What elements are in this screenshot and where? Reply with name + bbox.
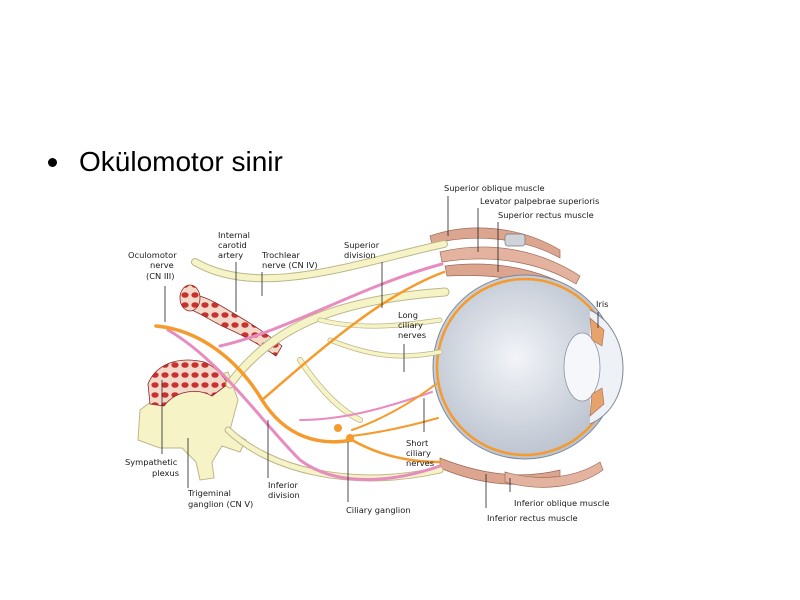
label-short-ciliary-3: nerves — [406, 458, 434, 468]
label-trigeminal-2: ganglion (CN V) — [188, 499, 253, 509]
iris-top — [589, 317, 605, 347]
label-sympathetic-2: plexus — [152, 468, 179, 478]
sympathetic-fiber-ciliary — [299, 391, 433, 421]
label-inferior-rectus: Inferior rectus muscle — [487, 513, 578, 523]
label-internal-carotid-3: artery — [218, 250, 243, 260]
eyeball — [432, 274, 624, 460]
bullet-dot — [48, 157, 57, 167]
label-oculomotor-3: (CN III) — [146, 271, 174, 281]
muscles — [429, 227, 604, 488]
label-trochlear-1: Trochlear — [261, 250, 300, 260]
label-long-ciliary-2: ciliary — [398, 320, 423, 330]
carotid-artery-upper — [179, 294, 283, 357]
label-inferior-oblique: Inferior oblique muscle — [514, 498, 609, 508]
oculomotor-nerve-diagram: Superior oblique muscle Levator palpebra… — [125, 183, 624, 523]
label-short-ciliary-1: Short — [406, 438, 429, 448]
inferior-division-fiber — [350, 438, 442, 464]
label-oculomotor-1: Oculomotor — [128, 250, 177, 260]
label-ciliary-ganglion: Ciliary ganglion — [346, 505, 411, 515]
label-long-ciliary-3: nerves — [398, 330, 426, 340]
short-ciliary-fiber-1 — [351, 383, 437, 431]
carotid-artery-cut-end — [179, 284, 201, 312]
label-inferior-division-2: division — [268, 490, 300, 500]
ciliary-ganglion-node-1 — [334, 424, 342, 432]
short-ciliary-fiber-2 — [351, 417, 439, 437]
label-superior-rectus: Superior rectus muscle — [498, 210, 594, 220]
label-superior-division-1: Superior — [344, 240, 380, 250]
sympathetic-fiber-superior — [218, 262, 444, 348]
label-internal-carotid-2: carotid — [218, 240, 247, 250]
label-short-ciliary-2: ciliary — [406, 448, 431, 458]
nasociliary-branch — [297, 357, 363, 423]
label-oculomotor-2: nerve — [150, 260, 174, 270]
trochlea — [504, 233, 526, 247]
iris-bottom — [589, 387, 605, 417]
inferior-oblique-muscle — [504, 461, 604, 488]
label-superior-division-2: division — [344, 250, 376, 260]
labels: Superior oblique muscle Levator palpebra… — [125, 183, 609, 523]
label-internal-carotid-1: Internal — [218, 230, 250, 240]
label-trochlear-2: nerve (CN IV) — [262, 260, 318, 270]
superior-division-fiber — [260, 270, 446, 402]
oculomotor-fibers — [154, 270, 446, 464]
label-long-ciliary-1: Long — [398, 310, 418, 320]
leader-lines — [161, 196, 599, 508]
superior-oblique-muscle — [429, 227, 561, 259]
label-sympathetic-1: Sympathetic — [125, 457, 178, 467]
label-levator: Levator palpebrae superioris — [480, 196, 599, 206]
internal-carotid-artery — [147, 284, 283, 407]
lens — [563, 332, 601, 402]
sympathetic-fiber-main — [166, 328, 442, 482]
label-superior-oblique: Superior oblique muscle — [444, 183, 545, 193]
slide-bullet: Okülomotor sinir — [48, 146, 283, 178]
slide-bullet-text: Okülomotor sinir — [79, 146, 283, 177]
label-iris: Iris — [596, 299, 609, 309]
ciliary-ganglion-node-2 — [346, 434, 354, 442]
label-trigeminal-1: Trigeminal — [187, 488, 231, 498]
levator-muscle — [439, 246, 581, 285]
label-inferior-division-1: Inferior — [268, 480, 299, 490]
